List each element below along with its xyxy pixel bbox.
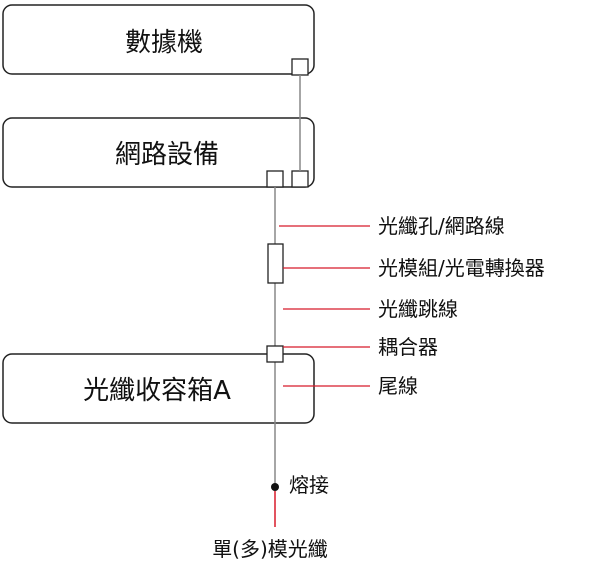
datacenter-box [2, 4, 315, 75]
datacenter-label: 數據機 [125, 28, 203, 58]
network-device-box [2, 117, 315, 188]
optical-module [267, 243, 284, 284]
callout-fiber-type: 單(多)模光纖 [212, 537, 328, 561]
network-device-port-right [291, 170, 309, 188]
callout-pigtail: 尾線 [378, 374, 418, 398]
coupler [266, 345, 284, 363]
callout-fusion-splice: 熔接 [289, 473, 329, 497]
network-device-port-left [266, 170, 284, 188]
fusion-splice-point [271, 483, 279, 491]
network-device-label: 網路設備 [115, 140, 219, 170]
datacenter-port [291, 58, 309, 76]
fiber-box-label: 光纖收容箱A [83, 376, 231, 406]
callout-fiber-port: 光纖孔/網路線 [378, 214, 505, 238]
callout-patch-cord: 光纖跳線 [378, 297, 458, 321]
callout-coupler: 耦合器 [378, 335, 438, 359]
fiber-box [2, 353, 315, 424]
callout-optical-module: 光模組/光電轉換器 [378, 256, 545, 280]
